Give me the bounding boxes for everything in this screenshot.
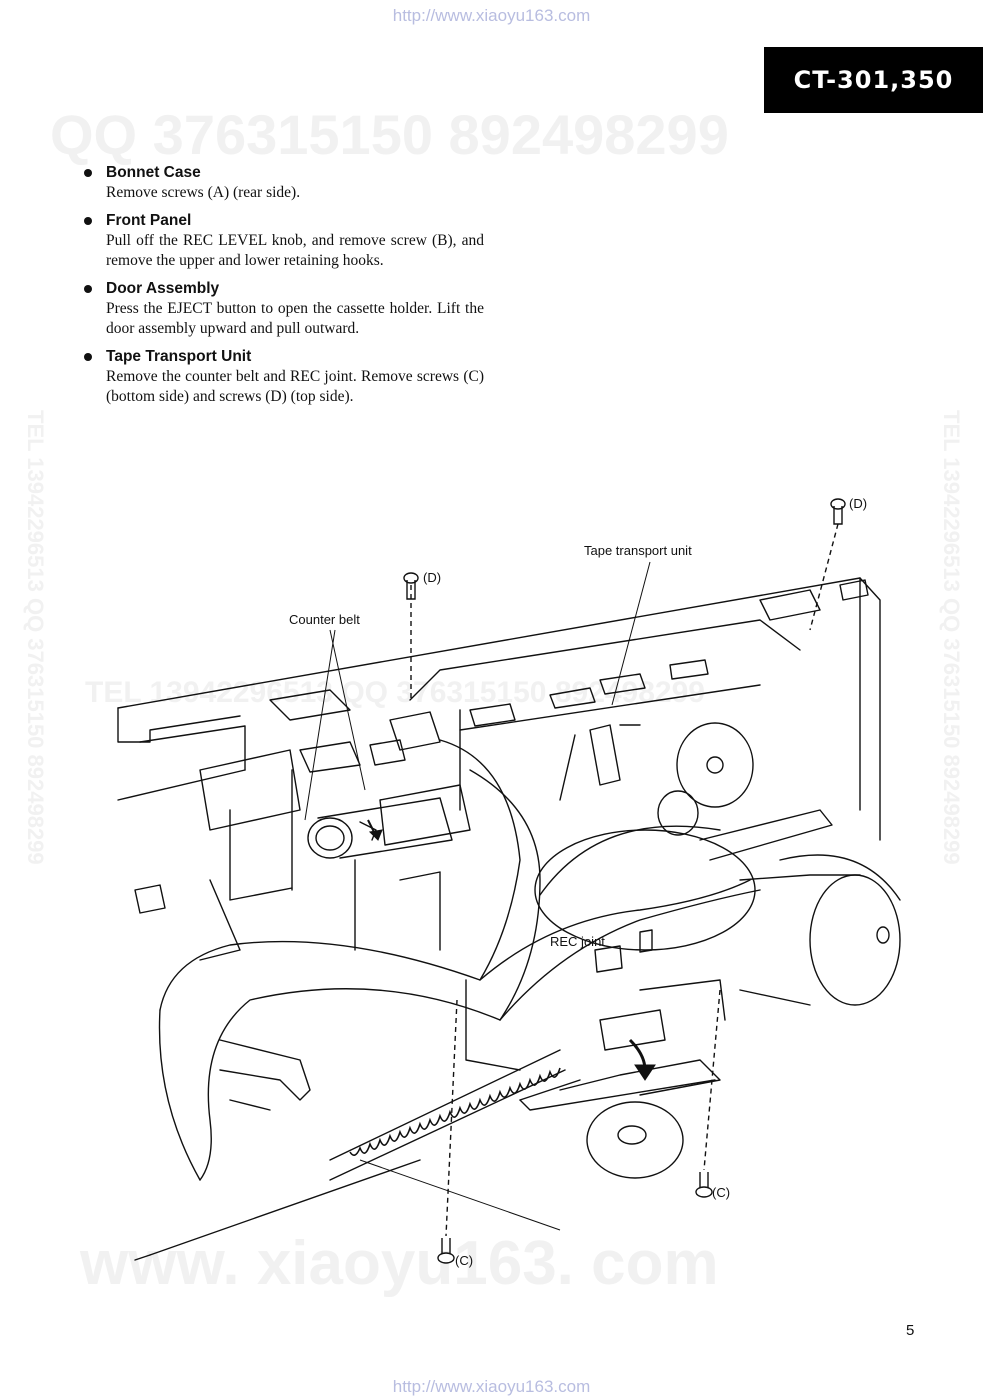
label-screw-c-right: (C) <box>712 1185 730 1200</box>
bullet-icon <box>84 216 92 225</box>
screw-c-left-icon <box>437 999 458 1264</box>
section-heading: Door Assembly <box>106 279 220 297</box>
section-tape-transport-unit: Tape Transport Unit Remove the counter b… <box>80 346 484 408</box>
watermark-vertical-left: TEL 13942296513 QQ 376315150 892498299 <box>23 410 48 865</box>
section-door-assembly: Door Assembly Press the EJECT button to … <box>80 278 484 340</box>
label-screw-c-left: (C) <box>455 1253 473 1268</box>
source-url-bottom[interactable]: http://www.xiaoyu163.com <box>392 1377 591 1396</box>
watermark-www: www. xiaoyu163. com <box>80 1229 719 1298</box>
screw-d-left-icon <box>403 572 419 700</box>
label-screw-d-right: (D) <box>849 496 867 511</box>
disassembly-instructions: Bonnet Case Remove screws (A) (rear side… <box>80 162 484 414</box>
section-heading: Tape Transport Unit <box>106 347 252 365</box>
label-tape-transport-unit: Tape transport unit <box>584 543 692 558</box>
watermark-vertical-right: TEL 13942296513 QQ 376315150 892498299 <box>939 410 964 865</box>
spring-coil <box>349 1067 561 1156</box>
section-text: Remove screws (A) (rear side). <box>106 184 301 201</box>
bullet-icon <box>84 169 92 177</box>
bullet-icon <box>84 284 92 293</box>
section-bonnet-case: Bonnet Case Remove screws (A) (rear side… <box>80 162 484 204</box>
label-counter-belt: Counter belt <box>289 612 360 627</box>
tape-transport-diagram: (D) Tape transport unit (D) Counter belt… <box>117 496 901 1268</box>
page-number: 5 <box>906 1322 915 1339</box>
watermark-tel: TEL 13942296513 QQ 376315150 892498299 <box>85 676 705 709</box>
section-text: Press the EJECT button to open the casse… <box>106 299 484 338</box>
watermark-qq: QQ 376315150 892498299 <box>50 103 729 166</box>
section-text: Pull off the REC LEVEL knob, and remove … <box>106 231 484 270</box>
screw-c-right-icon <box>695 989 721 1198</box>
section-heading: Bonnet Case <box>106 164 201 181</box>
screw-d-right-icon <box>809 498 846 631</box>
model-badge: CT-301,350 <box>764 47 983 113</box>
section-front-panel: Front Panel Pull off the REC LEVEL knob,… <box>80 210 484 272</box>
bullet-icon <box>84 352 92 361</box>
section-heading: Front Panel <box>106 211 192 229</box>
label-screw-d-left: (D) <box>423 570 441 585</box>
label-rec-joint: REC joint <box>550 934 605 949</box>
source-url-top[interactable]: http://www.xiaoyu163.com <box>392 6 591 25</box>
section-text: Remove the counter belt and REC joint. R… <box>106 367 484 406</box>
arrow-icon <box>367 819 656 1081</box>
